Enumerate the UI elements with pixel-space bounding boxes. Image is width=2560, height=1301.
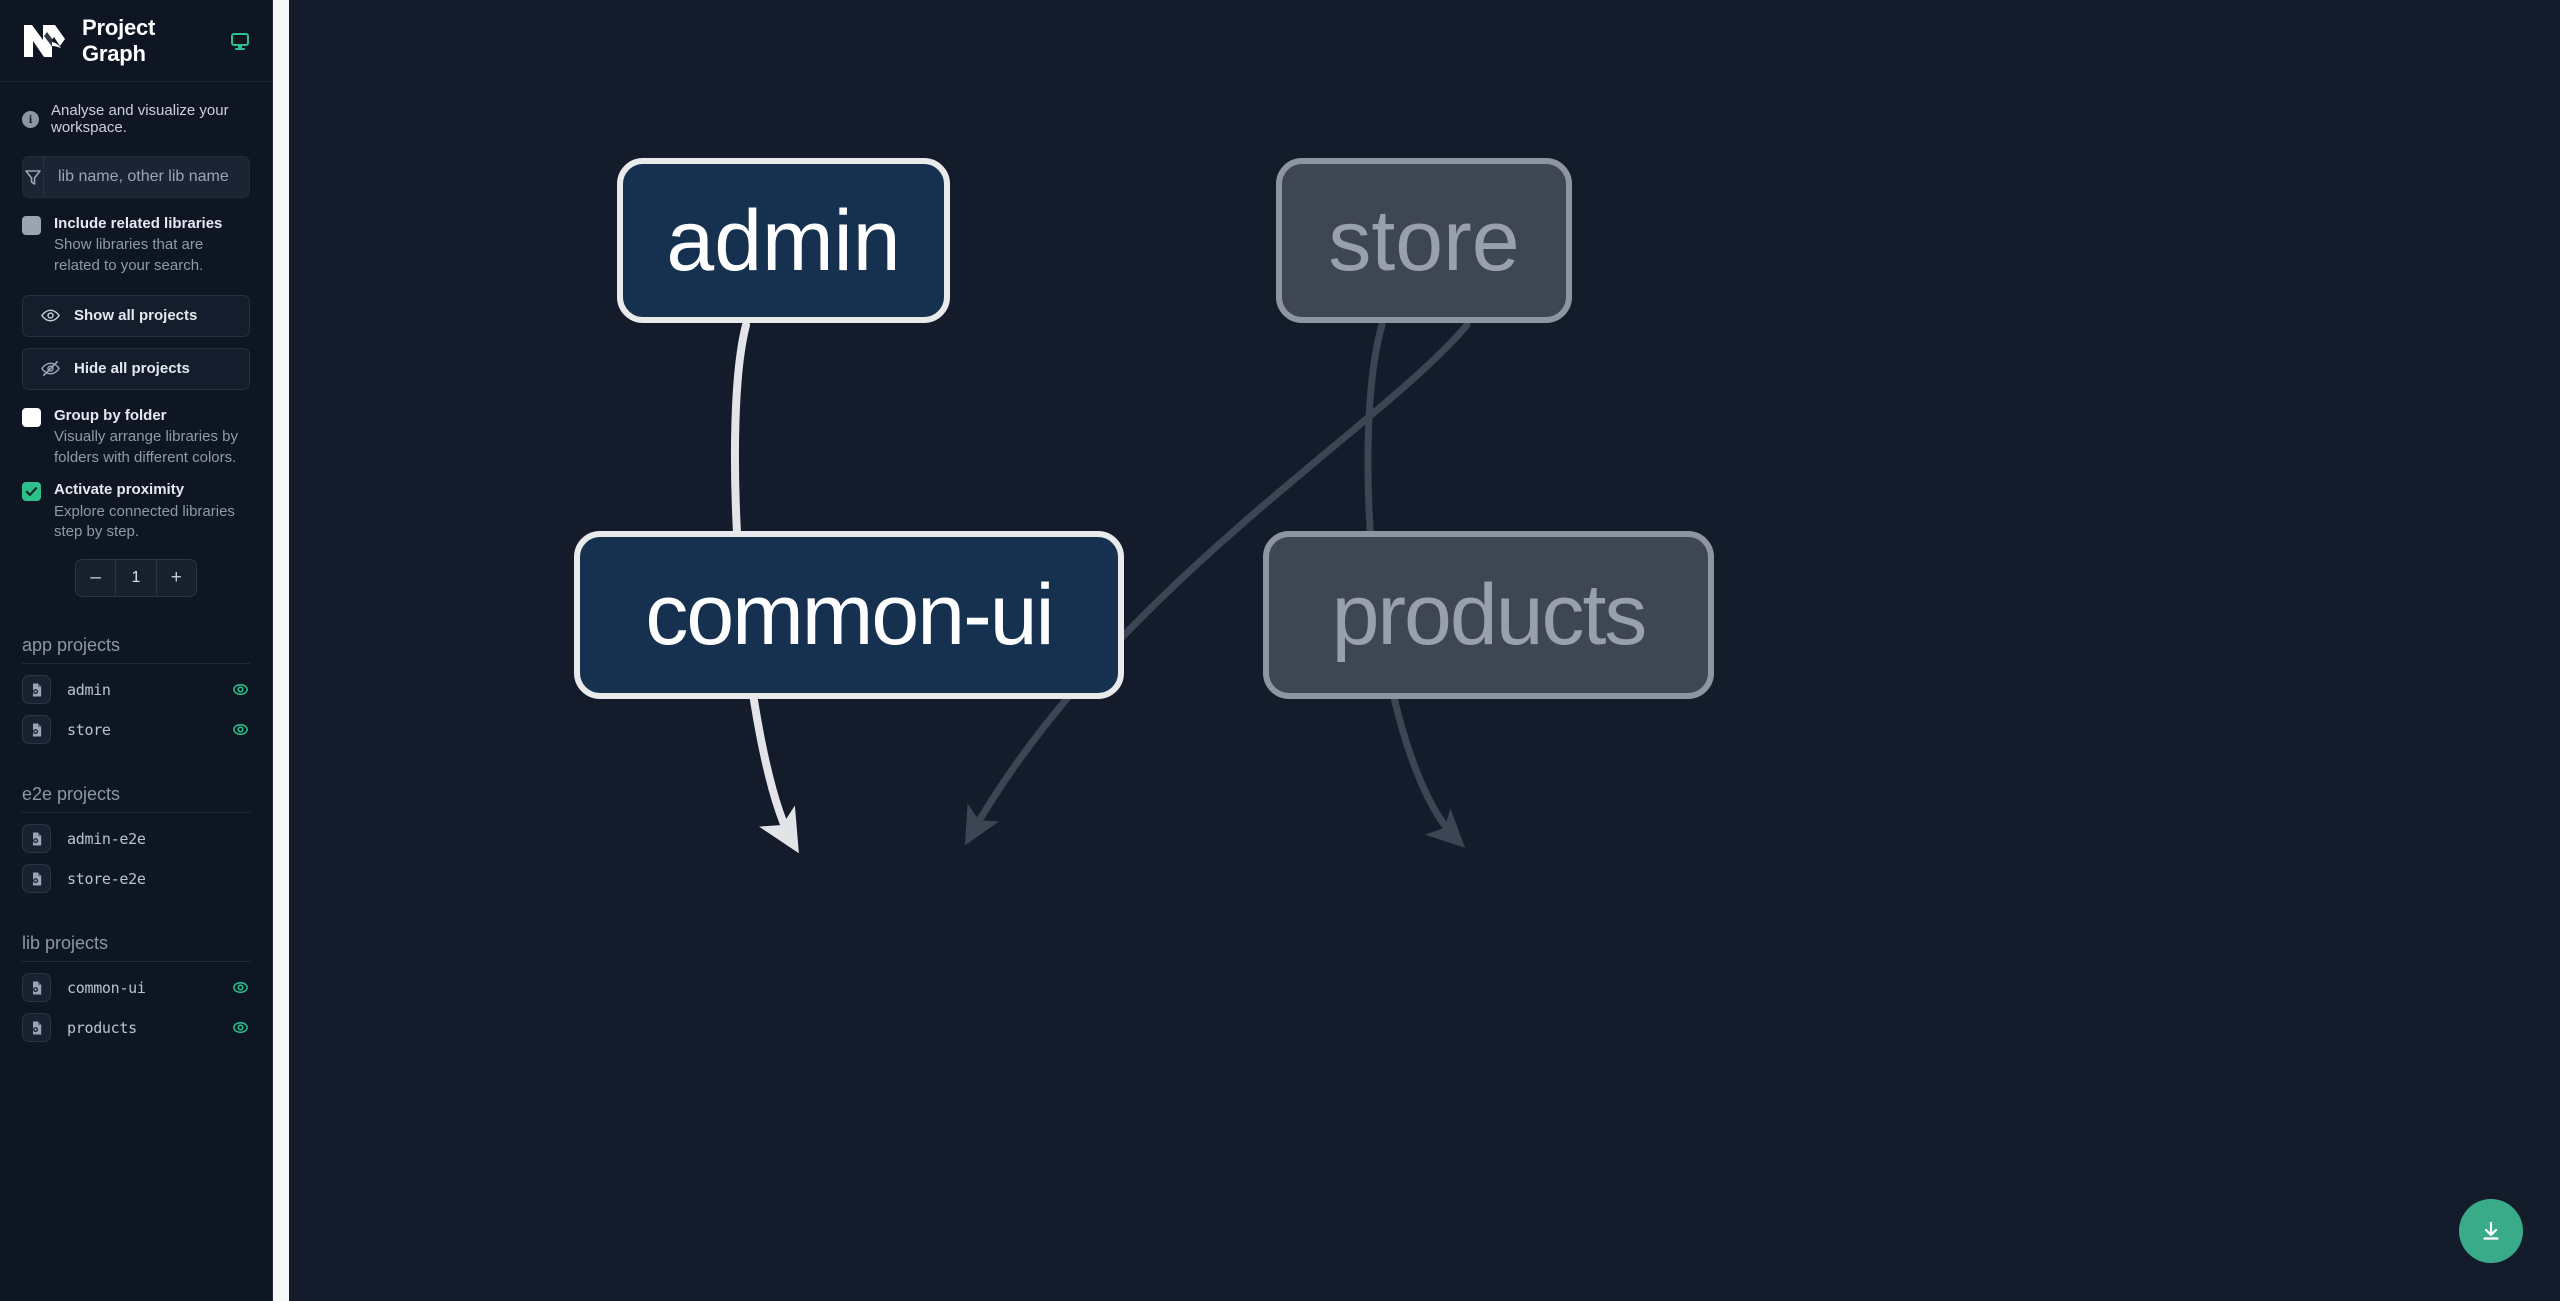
project-list-item[interactable]: admin-e2e [22, 819, 250, 859]
eye-icon [41, 309, 60, 322]
proximity-stepper: – 1 + [75, 558, 197, 597]
graph-node-products[interactable]: products [1263, 531, 1714, 699]
download-graph-button[interactable] [2459, 1199, 2523, 1263]
activate-proximity-option: Activate proximity Explore connected lib… [0, 468, 272, 597]
option-label: Include related libraries [54, 215, 223, 232]
project-list-item[interactable]: store-e2e [22, 859, 250, 899]
project-file-icon [22, 973, 51, 1003]
group-by-folder-option: Group by folder Visually arrange librari… [0, 390, 272, 469]
graph-node-label: admin [666, 192, 901, 289]
proximity-decrement-button[interactable]: – [76, 559, 116, 596]
graph-node-label: products [1331, 567, 1648, 663]
page-title: Project Graph [82, 14, 156, 66]
activate-proximity-checkbox[interactable] [22, 482, 41, 502]
option-label: Group by folder [54, 406, 167, 424]
project-name: common-ui [67, 978, 146, 997]
graph-node-store[interactable]: store [1276, 158, 1572, 323]
visibility-buttons: Show all projects Hide all projects [0, 277, 272, 390]
group-by-folder-checkbox[interactable] [22, 407, 41, 427]
funnel-icon[interactable] [23, 157, 44, 197]
project-list-item[interactable]: admin [22, 670, 250, 710]
project-name: admin-e2e [67, 829, 146, 848]
project-name: products [67, 1018, 137, 1037]
divider [22, 960, 250, 962]
divider [22, 662, 250, 664]
check-icon [25, 487, 38, 497]
option-label: Activate proximity [54, 481, 185, 499]
proximity-increment-button[interactable]: + [156, 559, 196, 596]
option-description: Visually arrange libraries by folders wi… [54, 427, 238, 466]
graph-node-box[interactable]: common-ui [574, 531, 1124, 699]
graph-node-box[interactable]: admin [617, 158, 950, 323]
show-all-projects-button[interactable]: Show all projects [22, 294, 250, 337]
project-file-icon [22, 824, 51, 854]
eye-off-icon [41, 360, 60, 377]
project-file-icon [22, 675, 51, 705]
proximity-value: 1 [115, 559, 157, 596]
graph-node-label: store [1328, 192, 1520, 289]
project-name: store [67, 720, 111, 739]
option-description: Explore connected libraries step by step… [54, 502, 235, 541]
hide-all-projects-button[interactable]: Hide all projects [22, 347, 250, 390]
spacer [22, 750, 250, 780]
graph-node-box[interactable]: products [1263, 531, 1714, 699]
show-all-projects-label: Show all projects [74, 307, 198, 325]
include-related-libraries-checkbox[interactable] [22, 216, 41, 235]
sidebar: Project Graph i Analyse and visualize yo… [0, 0, 273, 1301]
project-name: admin [67, 680, 111, 699]
project-name: store-e2e [67, 869, 146, 888]
hide-all-projects-label: Hide all projects [74, 360, 190, 378]
eye-visible-icon[interactable] [230, 680, 250, 699]
search-input[interactable] [44, 157, 249, 197]
project-list-item[interactable]: products [22, 1008, 250, 1048]
nx-logo-icon [22, 23, 66, 59]
project-list: app projects admin store e2e projects admin-… [0, 631, 272, 1048]
graph-node-common-ui[interactable]: common-ui [574, 531, 1124, 699]
monitor-icon[interactable] [230, 31, 250, 51]
search-box[interactable] [22, 156, 250, 198]
eye-visible-icon[interactable] [230, 978, 250, 997]
spacer [22, 899, 250, 929]
eye-visible-icon[interactable] [230, 1018, 250, 1037]
project-group-title: app projects [22, 634, 121, 655]
tagline: i Analyse and visualize your workspace. [0, 82, 272, 152]
filter-row [0, 152, 272, 198]
option-description: Show libraries that are related to your … [54, 236, 204, 274]
info-icon: i [22, 110, 39, 128]
graph-node-admin[interactable]: admin [617, 158, 950, 323]
eye-visible-icon[interactable] [230, 720, 250, 739]
graph-node-box[interactable]: store [1276, 158, 1572, 323]
graph-canvas[interactable]: admin store common-ui products [289, 0, 2560, 1301]
tagline-text: Analyse and visualize your workspace. [51, 102, 229, 136]
include-related-option: Include related libraries Show libraries… [0, 198, 272, 277]
project-list-item[interactable]: common-ui [22, 968, 250, 1008]
project-list-item[interactable]: store [22, 710, 250, 750]
edge-store-to-common-ui [964, 321, 1471, 846]
project-group-title: lib projects [22, 932, 109, 953]
project-file-icon [22, 1013, 51, 1043]
sidebar-header: Project Graph [0, 0, 272, 82]
graph-node-label: common-ui [645, 567, 1054, 663]
divider [22, 811, 250, 813]
project-file-icon [22, 864, 51, 894]
project-file-icon [22, 715, 51, 745]
project-group-title: e2e projects [22, 783, 121, 804]
sidebar-resize-handle[interactable] [273, 0, 289, 1301]
download-icon [2483, 1221, 2499, 1240]
